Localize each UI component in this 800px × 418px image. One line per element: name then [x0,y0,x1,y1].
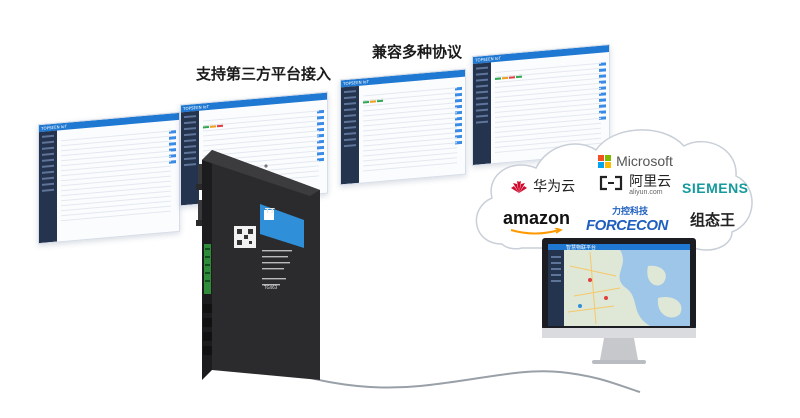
forcecon-label: FORCECON [586,217,668,234]
zutai-logo: 组态王 [690,211,736,229]
microsoft-logo: Microsoft [598,151,673,170]
software-panel-1: TOPSEEN IoT [38,111,180,245]
huawei-logo-icon [511,180,527,193]
software-panel-3: TOPSEEN IoT [340,68,466,186]
aliyun-label: 阿里云 [629,174,672,190]
gateway-device [196,150,320,380]
headline-protocols: 兼容多种协议 [372,43,463,61]
device-model: TG463 [264,285,278,290]
forcecon-logo: 力控科技 FORCECON [586,204,668,234]
microsoft-label: Microsoft [616,153,673,169]
amazon-smile-icon [510,228,563,235]
siemens-logo: SIEMENS [682,180,749,196]
microsoft-logo-icon [598,155,611,168]
monitor-title: 智慧物联平台 [566,245,597,251]
aliyun-logo-icon [599,175,623,191]
huawei-logo: 华为云 [510,176,575,196]
aliyun-domain: aliyun.com [629,189,663,196]
map-icon [564,250,690,326]
forcecon-cn-label: 力控科技 [612,207,649,217]
cloud-shape [475,129,753,251]
monitor [542,238,696,364]
amazon-logo: amazon [503,208,571,235]
device-brand: TT [265,207,275,215]
headline-third-party: 支持第三方平台接入 [196,65,332,83]
huawei-label: 华为云 [533,179,576,195]
aliyun-logo: 阿里云 aliyun.com [598,175,671,196]
amazon-label: amazon [503,208,571,228]
